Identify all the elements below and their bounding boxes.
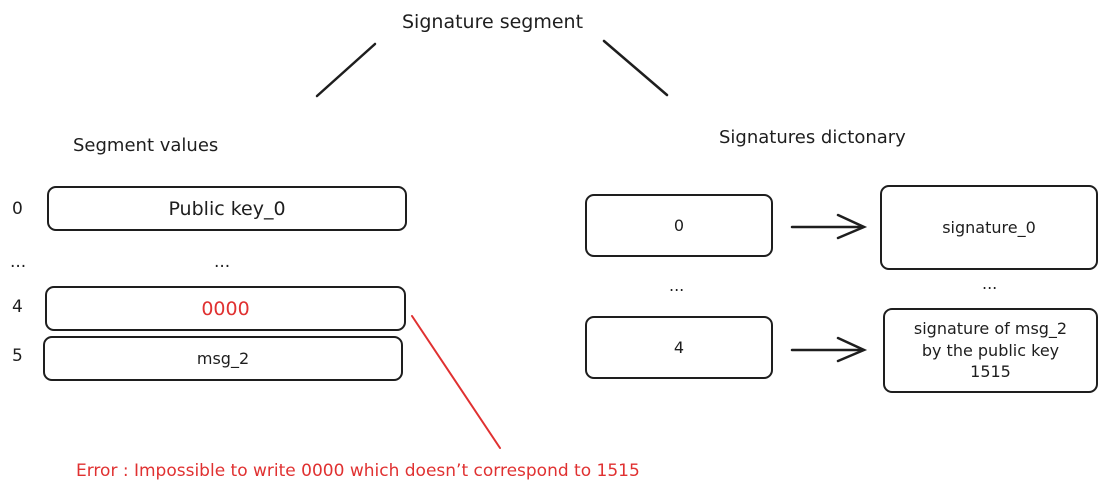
dictionary-key-ellipsis: ...	[669, 276, 685, 295]
diagram-title: Signature segment	[402, 11, 584, 33]
dictionary-value-box-4: signature of msg_2 by the public key 151…	[883, 308, 1098, 393]
dictionary-value-box-0: signature_0	[880, 185, 1098, 270]
segment-index-4: 4	[12, 297, 23, 317]
dictionary-key-box-0: 0	[585, 194, 773, 257]
segment-values-heading: Segment values	[73, 135, 219, 156]
segment-value-box-0: Public key_0	[47, 186, 407, 231]
arrow-0-head	[836, 213, 868, 240]
title-left-branch	[315, 42, 377, 98]
title-right-branch	[602, 39, 669, 97]
dictionary-value-0: signature_0	[942, 218, 1036, 237]
segment-value-5: msg_2	[196, 349, 250, 368]
segment-value-box-4: 0000	[45, 286, 406, 331]
dictionary-value-ellipsis: ...	[982, 274, 998, 293]
dictionary-key-0: 0	[673, 216, 685, 235]
arrow-4-head	[836, 336, 868, 363]
dictionary-key-4: 4	[673, 338, 685, 357]
signatures-dictionary-heading: Signatures dictonary	[719, 127, 906, 148]
segment-value-ellipsis: ...	[214, 252, 231, 272]
error-message: Error : Impossible to write 0000 which d…	[76, 461, 640, 481]
segment-index-5: 5	[12, 346, 23, 366]
segment-value-box-5: msg_2	[43, 336, 403, 381]
segment-index-0: 0	[12, 199, 23, 219]
error-pointer-line	[411, 315, 501, 449]
dictionary-value-4: signature of msg_2 by the public key 151…	[913, 319, 1068, 382]
dictionary-key-box-4: 4	[585, 316, 773, 379]
segment-value-0: Public key_0	[168, 197, 286, 220]
segment-index-ellipsis: ...	[10, 252, 27, 272]
segment-value-4: 0000	[201, 297, 250, 320]
